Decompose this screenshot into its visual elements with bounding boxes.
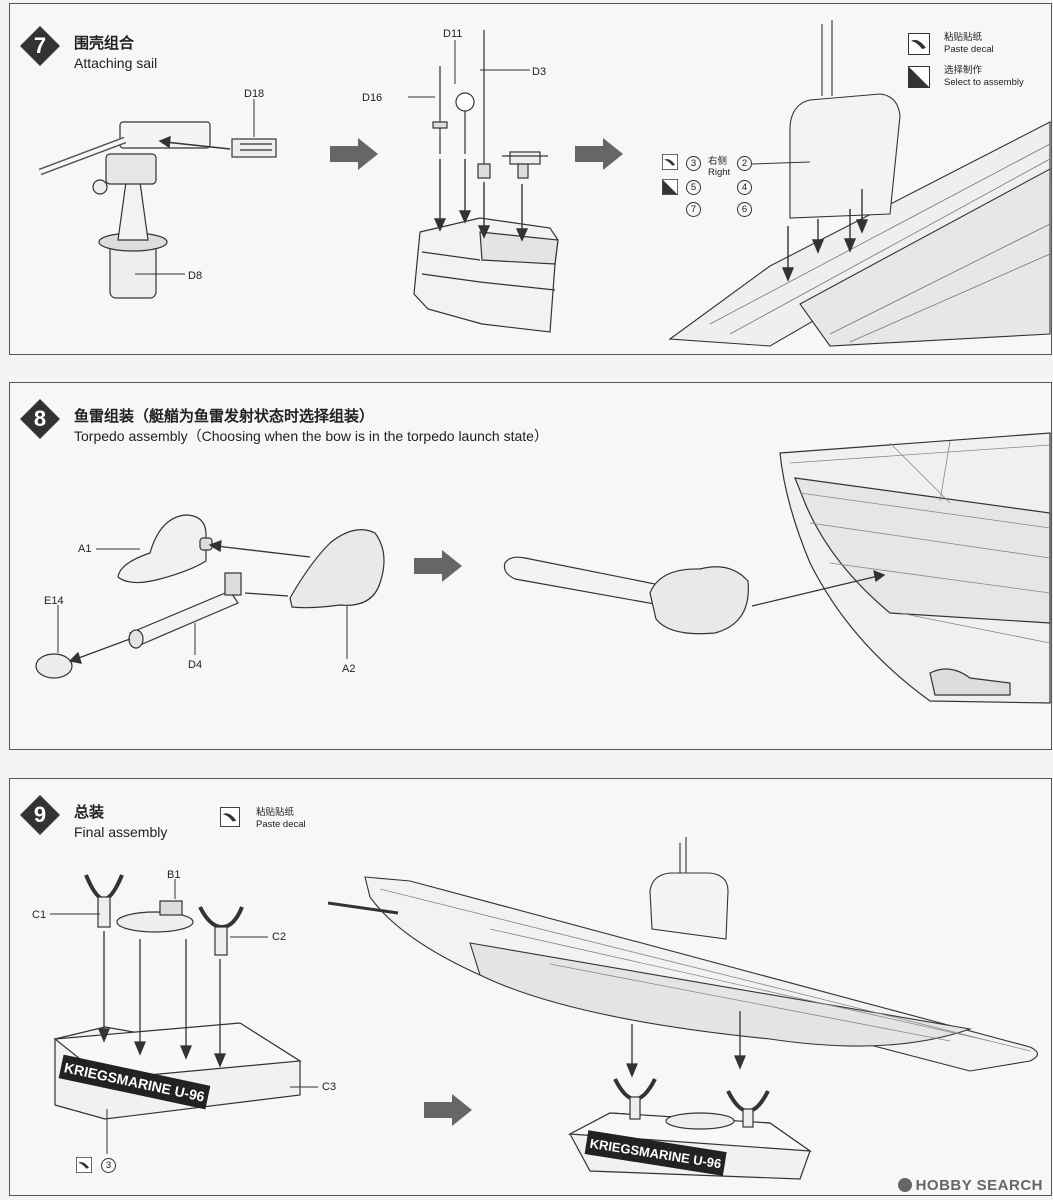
decal-marker-7: 7 <box>686 202 701 217</box>
decal-marker-3: 3 <box>101 1158 116 1173</box>
step-9-title-cn: 总装 <box>74 804 105 821</box>
legend-select-en: Select to assembly <box>944 77 1024 88</box>
step-9-title-en: Final assembly <box>74 824 168 840</box>
select-assembly-icon <box>662 154 678 170</box>
decal-marker-3: 3 <box>686 156 701 171</box>
paste-decal-icon <box>76 1157 92 1173</box>
next-arrow <box>414 550 462 582</box>
legend-paste-cn: 粘贴贴纸 <box>944 32 983 43</box>
decal-marker-2: 2 <box>737 156 752 171</box>
part-label-d11: D11 <box>443 28 463 40</box>
part-label-d3: D3 <box>532 66 547 78</box>
decal-marker-4: 4 <box>737 180 752 195</box>
step-9-panel: 9 总装 Final assembly 粘贴贴纸 Paste decal B1 … <box>9 778 1052 1196</box>
legend-paste-en: Paste decal <box>944 44 994 55</box>
part-label-d18: D18 <box>244 88 265 100</box>
part-label-c1: C1 <box>32 909 47 921</box>
step-7-panel: 7 围壳组合 Attaching sail 粘贴贴纸 Paste decal 选… <box>9 3 1052 355</box>
legend-select-cn: 选择制作 <box>944 65 983 76</box>
step-9-illustration: KRIEGSMARINE U-96 <box>50 837 1039 1180</box>
next-arrow <box>330 138 623 170</box>
part-label-d16: D16 <box>362 92 383 104</box>
step-8-panel: 8 鱼雷组装（艇艏为鱼雷发射状态时选择组装） Torpedo assembly（… <box>9 382 1052 750</box>
svg-text:7: 7 <box>34 33 46 58</box>
decal-marker-5: 5 <box>686 180 701 195</box>
side-label-cn: 右侧 <box>708 156 728 167</box>
step-8-title-en: Torpedo assembly（Choosing when the bow i… <box>74 428 548 444</box>
next-arrow <box>424 1094 472 1126</box>
svg-text:8: 8 <box>34 406 46 431</box>
step-7-illustration <box>38 20 1051 347</box>
watermark-text: HOBBY SEARCH <box>915 1177 1043 1194</box>
legend-paste-en: Paste decal <box>256 819 306 830</box>
part-label-c3: C3 <box>322 1081 337 1093</box>
part-label-b1: B1 <box>167 869 181 881</box>
side-label-en: Right <box>708 167 731 178</box>
part-label-d8: D8 <box>188 270 203 282</box>
part-label-a1: A1 <box>78 543 92 555</box>
legend-paste-cn: 粘贴贴纸 <box>256 807 295 818</box>
step-8-title-cn: 鱼雷组装（艇艏为鱼雷发射状态时选择组装） <box>74 408 375 425</box>
step-9-badge: 9 <box>20 795 60 835</box>
part-label-c2: C2 <box>272 931 287 943</box>
decal-marker-6: 6 <box>737 202 752 217</box>
step-7-title-en: Attaching sail <box>74 55 158 71</box>
step-8-badge: 8 <box>20 399 60 439</box>
step-7-badge: 7 <box>20 26 60 66</box>
step-8-illustration <box>35 432 1051 704</box>
hobby-search-logo-icon <box>897 1178 912 1192</box>
part-label-a2: A2 <box>342 663 356 675</box>
watermark: HOBBY SEARCH <box>897 1177 1043 1194</box>
svg-text:9: 9 <box>34 802 46 827</box>
step-7-title-cn: 围壳组合 <box>74 35 135 52</box>
part-label-e14: E14 <box>44 595 64 607</box>
paste-decal-icon <box>908 33 930 55</box>
select-assembly-icon <box>662 179 678 195</box>
part-label-d4: D4 <box>188 659 203 671</box>
select-assembly-icon <box>908 66 930 88</box>
paste-decal-icon <box>220 807 240 827</box>
